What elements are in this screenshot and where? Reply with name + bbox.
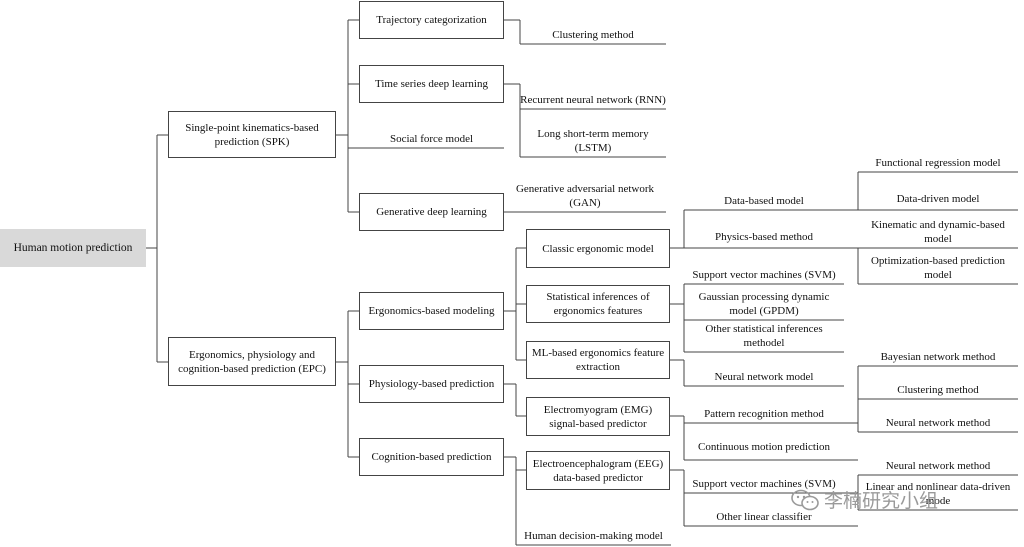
trajectory-node: Trajectory categorization (359, 1, 504, 39)
pattern-recognition-label: Pattern recognition method (704, 408, 824, 420)
data-driven-label: Data-driven model (896, 193, 980, 205)
physics-based-label: Physics-based method (714, 231, 814, 243)
data-based-label: Data-based model (724, 195, 804, 207)
social-force-label: Social force model (389, 133, 474, 145)
classic-ergonomic-node: Classic ergonomic model (526, 229, 670, 268)
physiology-node: Physiology-based prediction (359, 365, 504, 403)
watermark-text: 李楠研究小组 (824, 490, 939, 512)
other-linear-label: Other linear classifier (716, 511, 812, 523)
ml-extraction-node: ML-based ergonomics feature extraction (526, 341, 670, 379)
neural-network-cognition-label: Neural network method (885, 460, 991, 472)
neural-network-model-label: Neural network model (714, 371, 814, 383)
ergonomics-node: Ergonomics-based modeling (359, 292, 504, 330)
time-series-node: Time series deep learning (359, 65, 504, 103)
emg-node: Electromyogram (EMG) signal-based predic… (526, 397, 670, 436)
watermark: 李楠研究小组 (790, 486, 938, 513)
gpdm-label: Gaussian processing dynamic model (GPDM) (698, 291, 830, 317)
svm-cognition-label: Support vector machines (SVM) (692, 478, 836, 490)
human-decision-label: Human decision-making model (524, 530, 663, 542)
gan-label: Generative adversarial network (GAN) (515, 183, 655, 209)
generative-node: Generative deep learning (359, 193, 504, 231)
neural-network-physiology-label: Neural network method (885, 417, 991, 429)
clustering-physiology-label: Clustering method (897, 384, 979, 396)
functional-regression-label: Functional regression model (875, 157, 1001, 169)
continuous-motion-label: Continuous motion prediction (698, 441, 830, 453)
eeg-node: Electroencephalogram (EEG) data-based pr… (526, 451, 670, 490)
optimization-label: Optimization-based prediction model (870, 255, 1006, 281)
kinematic-dynamic-label: Kinematic and dynamic-based model (871, 219, 1005, 245)
epc-node: Ergonomics, physiology and cognition-bas… (168, 337, 336, 386)
cognition-node: Cognition-based prediction (359, 438, 504, 476)
lstm-label: Long short-term memory (LSTM) (537, 128, 649, 154)
bayesian-label: Bayesian network method (880, 351, 996, 363)
rnn-label: Recurrent neural network (RNN) (520, 94, 666, 106)
spk-node: Single-point kinematics-based prediction… (168, 111, 336, 158)
root-node: Human motion prediction (0, 229, 146, 267)
other-statistical-label: Other statistical inferences methodel (705, 323, 823, 349)
wechat-icon (791, 489, 819, 510)
statistical-inference-node: Statistical inferences of ergonomics fea… (526, 285, 670, 323)
linear-nonlinear-label: Linear and nonlinear data-driven mode (865, 481, 1011, 507)
svm-ergonomics-label: Support vector machines (SVM) (692, 269, 836, 281)
clustering-label: Clustering method (552, 29, 634, 41)
